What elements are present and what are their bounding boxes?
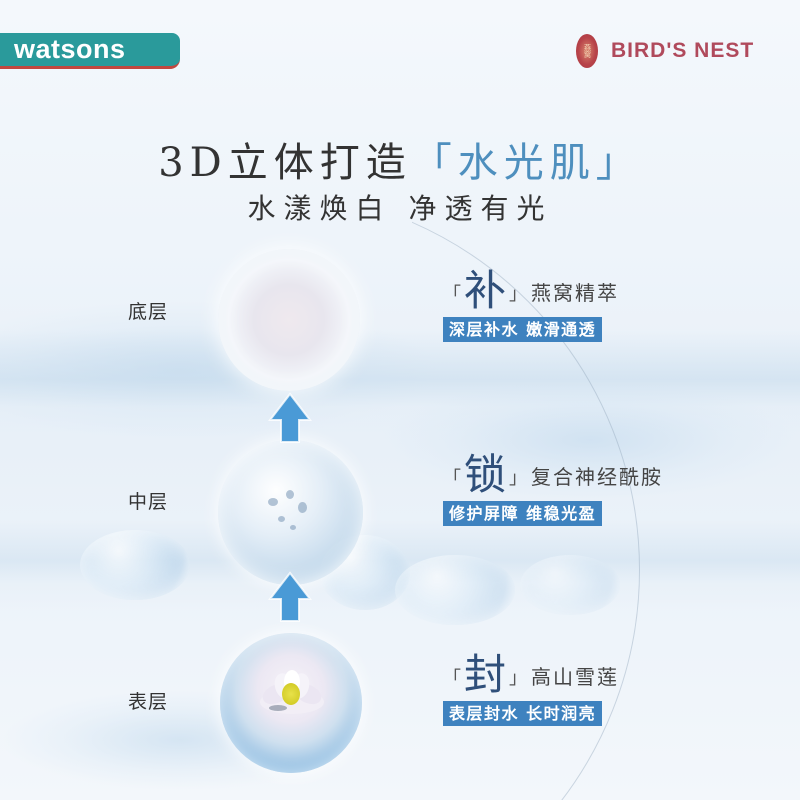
arrow-up-icon [268,392,312,443]
bottom-layer-sphere [218,249,360,391]
title-prefix: 3D立体打造 [158,140,412,186]
feature-bottom-layer: 「补」燕窝精萃 深层补水 嫩滑通透 [443,264,619,342]
birdsnest-seal-icon: 燕窝 [576,34,598,68]
watsons-logo: watsons [0,33,180,69]
feature-ingredient: 燕窝精萃 [531,281,620,305]
page-title: 3D立体打造「水光肌」 [0,130,800,188]
layer-label-bottom: 底层 [128,301,169,323]
feature-char: 锁 [464,450,507,499]
feature-tagline: 修护屏障 维稳光盈 [443,501,603,526]
middle-layer-sphere [218,440,363,585]
layer-label-surface: 表层 [128,691,169,713]
lotus-center [282,683,300,705]
feature-tagline: 深层补水 嫩滑通透 [443,317,603,342]
feature-middle-layer: 「锁」复合神经酰胺 修护屏障 维稳光盈 [443,448,663,526]
title-accent: 水光肌 [457,140,596,186]
feature-ingredient: 高山雪莲 [531,665,620,689]
layer-label-middle: 中层 [128,491,169,513]
feature-surface-layer: 「封」高山雪莲 表层封水 长时润亮 [443,648,619,726]
birdsnest-logo-text: BIRD'S NEST [611,39,755,62]
feature-tagline: 表层封水 长时润亮 [443,701,603,726]
birdsnest-logo: 燕窝 BIRD'S NEST [576,34,754,68]
page-subtitle: 水漾焕白 净透有光 [247,192,553,225]
title-bracket-close: 」 [595,140,642,186]
title-bracket-open: 「 [411,140,458,186]
watsons-logo-text: watsons [14,34,126,64]
feature-char: 补 [464,266,507,315]
feature-ingredient: 复合神经酰胺 [531,465,664,489]
feature-char: 封 [464,650,507,699]
arrow-up-icon [268,571,312,622]
